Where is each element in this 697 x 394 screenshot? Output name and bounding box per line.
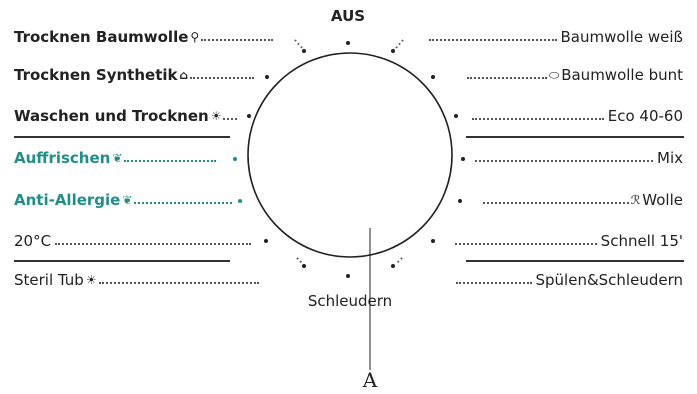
dial-dot-r6 (431, 239, 435, 243)
program-label: Baumwolle bunt (561, 66, 683, 84)
steam-hand-icon: ❦ (112, 151, 123, 165)
wool-icon: ℛ (630, 193, 641, 207)
dial-dot-r2 (431, 75, 435, 79)
dial-dot-l6 (264, 239, 268, 243)
dial-dot-l1 (302, 49, 306, 53)
leader-dots (201, 39, 274, 41)
program-label: 20°C (14, 232, 52, 250)
dial-dot-r5 (458, 199, 462, 203)
leader-dots (223, 118, 238, 120)
program-label: Trocknen Synthetik (14, 66, 178, 84)
leader-r7 (395, 257, 403, 265)
program-label: Auffrischen (14, 149, 111, 167)
program-label: Wolle (642, 191, 683, 209)
separator-left-1 (14, 136, 230, 138)
program-label: Mix (657, 149, 683, 167)
sun-drop-icon: ☀ (210, 109, 222, 123)
program-label: Eco 40-60 (607, 107, 683, 125)
leader-dots (190, 77, 255, 79)
dial-dot-l3 (247, 114, 251, 118)
leader-dots (455, 282, 532, 284)
separator-right-2 (466, 260, 684, 262)
hanger-icon: ⚲ (190, 30, 200, 44)
dial-dot-top (346, 41, 350, 45)
leader-dots (466, 77, 547, 79)
program-anti-allergie: Anti-Allergie ❦ (14, 190, 233, 210)
leader-dots (471, 118, 604, 120)
dial-dot-r3 (454, 114, 458, 118)
program-baumwolle-bunt: ⬭ Baumwolle bunt (466, 65, 683, 85)
steam-hand-icon: ❦ (122, 193, 133, 207)
dial-dot-r1 (391, 49, 395, 53)
leader-dots (428, 39, 557, 41)
program-label: Waschen und Trocknen (14, 107, 209, 125)
dial-dot-bottom (346, 274, 350, 278)
program-trocknen-synthetik: Trocknen Synthetik ⌂ (14, 65, 255, 85)
program-label: Baumwolle weiß (560, 28, 684, 46)
program-label: Spülen&Schleudern (535, 271, 684, 289)
leader-dots (134, 202, 233, 204)
dial-dot-r4 (461, 157, 465, 161)
program-label: Schnell 15' (600, 232, 683, 250)
separator-left-2 (14, 260, 230, 262)
leader-dots (475, 160, 653, 162)
marker-label: A (362, 368, 378, 392)
dial-circle (247, 52, 453, 258)
tag-icon: ⬭ (548, 68, 560, 82)
separator-right-1 (466, 136, 684, 138)
program-label: Trocknen Baumwolle (14, 28, 189, 46)
dial-top-label: AUS (330, 7, 366, 25)
leader-dots (482, 202, 629, 204)
program-steril-tub: Steril Tub ☀ (14, 270, 259, 290)
drum-icon: ⌂ (179, 68, 189, 82)
dial-dot-l4 (233, 157, 237, 161)
program-auffrischen: Auffrischen ❦ (14, 148, 217, 168)
leader-dots (98, 282, 259, 284)
leader-l7 (296, 257, 304, 265)
program-wolle: ℛ Wolle (482, 190, 683, 210)
dial-dot-r7 (391, 264, 395, 268)
leader-dots (454, 243, 597, 245)
leader-dots (124, 160, 217, 162)
program-baumwolle-weiss: Baumwolle weiß (428, 27, 684, 47)
program-schnell-15: Schnell 15' (454, 231, 683, 251)
dial-dot-l5 (238, 199, 242, 203)
sun-drop-icon: ☀ (85, 273, 97, 287)
leader-l1 (294, 39, 303, 49)
dial-bottom-label: Schleudern (307, 292, 393, 310)
dial-dot-l2 (265, 75, 269, 79)
program-waschen-und-trocknen: Waschen und Trocknen ☀ (14, 106, 238, 126)
program-trocknen-baumwolle: Trocknen Baumwolle ⚲ (14, 27, 274, 47)
leader-r1 (395, 39, 404, 49)
program-spuelen-schleudern: Spülen&Schleudern (455, 270, 684, 290)
dial-dot-l7 (302, 264, 306, 268)
program-mix: Mix (475, 148, 683, 168)
program-20c: 20°C (14, 231, 252, 251)
program-eco-40-60: Eco 40-60 (471, 106, 683, 126)
leader-dots (55, 243, 252, 245)
program-label: Anti-Allergie (14, 191, 121, 209)
program-label: Steril Tub (14, 271, 84, 289)
